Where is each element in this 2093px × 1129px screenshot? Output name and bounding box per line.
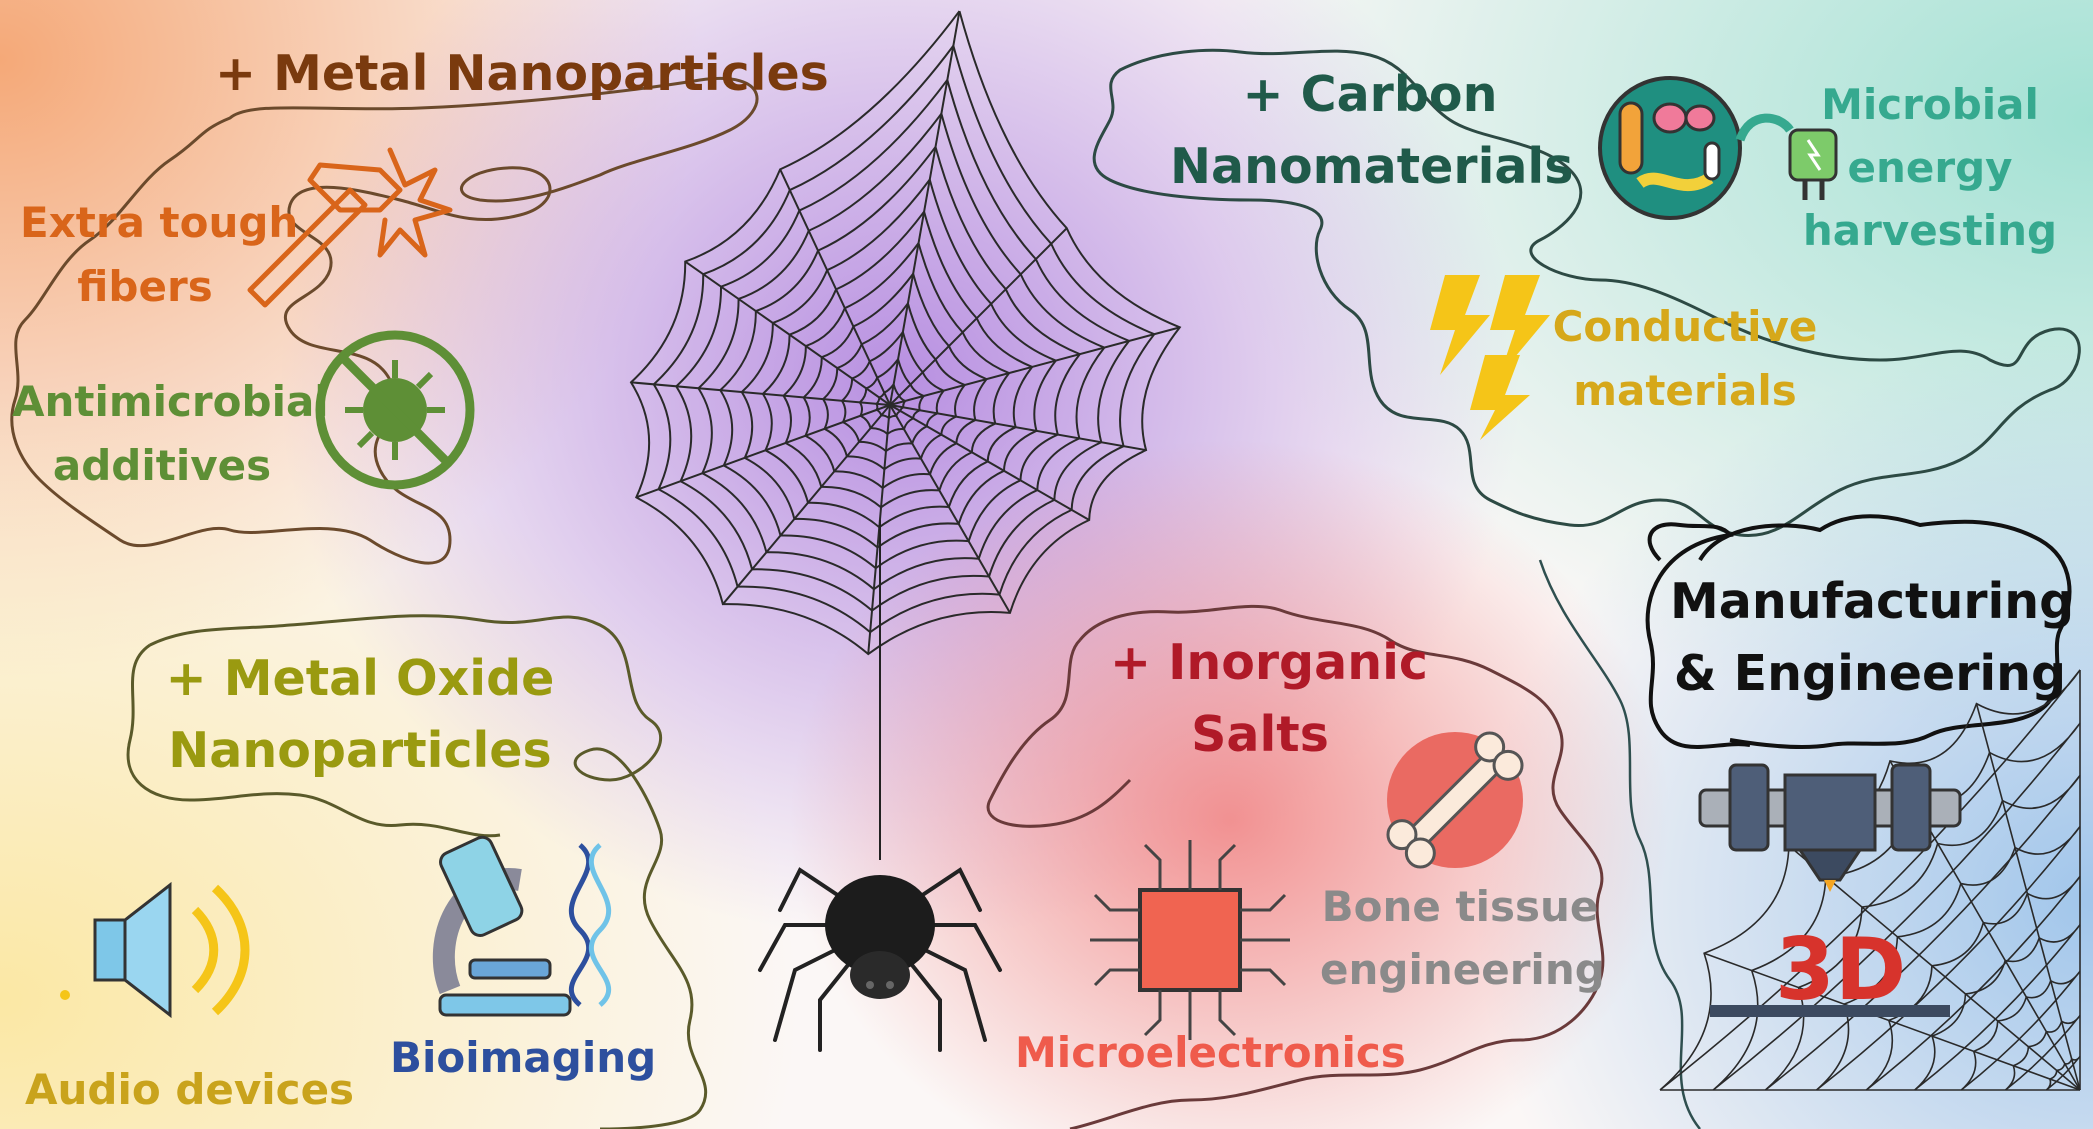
manufacturing-title-line1: Manufacturing [1670, 573, 2075, 630]
manufacturing-outline [1645, 514, 2072, 750]
inorganic-salts-outline [986, 604, 1605, 1129]
manufacturing-title-line2: & Engineering [1673, 645, 2067, 702]
extra-tough-label-line2: fibers [77, 262, 213, 311]
metal-oxide-title-line2: Nanoparticles [168, 722, 552, 779]
no-virus-icon [315, 330, 475, 490]
carbon-title-line2: Nanomaterials [1170, 138, 1574, 195]
3d-printer-icon [1698, 763, 1962, 1017]
metal-oxide-title-line1: + Metal Oxide [165, 650, 555, 707]
metal-oxide-outline [126, 614, 708, 1129]
inorganic-title-line1: + Inorganic [1110, 634, 1428, 691]
3d-print-label: 3D [1775, 920, 1907, 1020]
microbial-label-line2: energy [1847, 143, 2013, 192]
carbon-nanomaterials-outline [1092, 48, 2081, 538]
metal-nanoparticles-title: + Metal Nanoparticles [215, 45, 829, 102]
microscope-icon [432, 835, 612, 1017]
antimicrobial-label-line1: Antimicrobial [12, 377, 329, 426]
speaker-icon [60, 881, 250, 1019]
corner-web [1659, 669, 2081, 1091]
inorganic-title-line2: Salts [1191, 706, 1329, 763]
hammer-icon [247, 147, 453, 308]
metal-nanoparticles-outline [10, 77, 759, 565]
microbial-label-line1: Microbial [1821, 80, 2039, 129]
chip-icon [1090, 840, 1290, 1040]
audio-devices-label: Audio devices [25, 1065, 355, 1114]
conductive-label-line2: materials [1573, 366, 1797, 415]
bone-label-line2: engineering [1320, 945, 1605, 994]
connector-line [1538, 559, 1701, 1129]
bone-label-line1: Bone tissue [1321, 882, 1599, 931]
bone-icon [1386, 731, 1524, 869]
microelectronics-label: Microelectronics [1015, 1028, 1406, 1077]
plug-icon [1735, 113, 1838, 200]
spider-icon [758, 867, 1002, 1052]
bioimaging-label: Bioimaging [390, 1033, 657, 1082]
carbon-title-line1: + Carbon [1242, 66, 1498, 123]
lightning-icon [1430, 275, 1550, 440]
antimicrobial-label-line2: additives [52, 441, 272, 490]
extra-tough-label-line1: Extra tough [20, 198, 299, 247]
spider-web [629, 10, 1182, 656]
conductive-label-line1: Conductive [1552, 302, 1818, 351]
microbes-icon [1598, 76, 1742, 220]
microbial-label-line3: harvesting [1802, 206, 2058, 255]
